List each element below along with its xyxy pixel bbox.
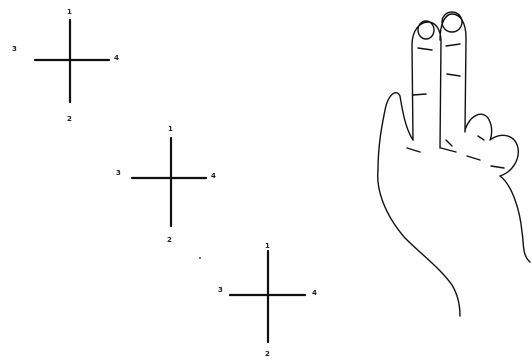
cross-3-label-bottom: 2 (265, 350, 270, 358)
palm-outline (378, 170, 460, 316)
cross-3-label-top: 1 (265, 242, 270, 250)
index-finger (412, 22, 441, 148)
knuckle-mark-5 (407, 148, 420, 152)
knuckle-mark-10 (478, 136, 484, 140)
thumb (378, 93, 413, 170)
cross-1-label-bottom: 2 (67, 115, 72, 123)
knuckle-mark-9 (446, 140, 452, 146)
knuckle-mark-1 (418, 48, 432, 50)
cross-2 (132, 138, 206, 226)
cross-1-label-right: 4 (114, 54, 119, 62)
knuckle-mark-8 (491, 166, 504, 168)
index-fingernail (418, 21, 434, 39)
cross-3-label-left: 3 (218, 286, 223, 294)
knuckle-mark-4 (413, 94, 426, 95)
hand-illustration (378, 12, 530, 316)
cross-1-label-top: 1 (67, 8, 72, 16)
cross-3 (230, 251, 305, 342)
stray-mark (199, 257, 201, 259)
cross-2-label-top: 1 (168, 125, 173, 133)
cross-1 (35, 20, 109, 102)
cross-2-label-left: 3 (116, 169, 121, 177)
knuckle-mark-6 (441, 148, 456, 152)
cross-2-label-right: 4 (211, 172, 216, 180)
middle-fingernail (442, 12, 462, 32)
cross-3-label-right: 4 (312, 289, 317, 297)
cross-1-label-left: 3 (12, 45, 17, 53)
knuckle-mark-3 (447, 74, 460, 76)
cross-2-label-bottom: 2 (167, 236, 172, 244)
knuckle-mark-7 (467, 156, 480, 160)
wrist-right (500, 176, 530, 262)
knuckle-mark-2 (446, 44, 460, 46)
